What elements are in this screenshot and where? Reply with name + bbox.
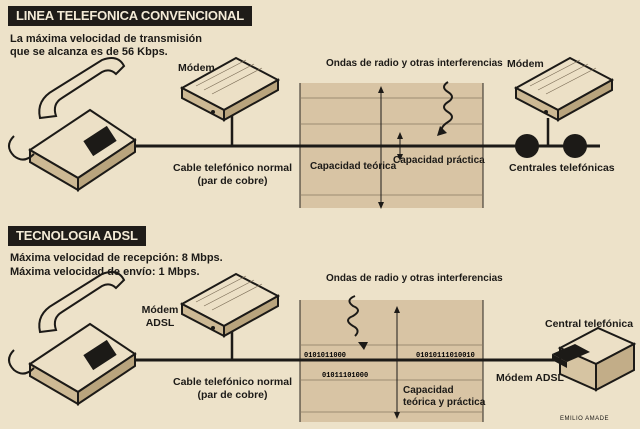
label-modem-left: Módem xyxy=(178,62,215,74)
subtitle-adsl-1: Máxima velocidad de recepción: 8 Mbps. xyxy=(10,252,223,264)
label-modem-adsl-2: ADSL xyxy=(145,317,175,329)
modem-icon-top-right xyxy=(513,56,615,122)
subtitle-adsl-2: Máxima velocidad de envío: 1 Mbps. xyxy=(10,266,200,278)
label-modem-right: Módem xyxy=(507,58,544,70)
subtitle-conventional-2: que se alcanza es de 56 Kbps. xyxy=(10,46,168,58)
label-modem-adsl-1: Módem xyxy=(141,304,179,316)
label-exchanges: Centrales telefónicas xyxy=(509,162,615,174)
label-interference-bottom: Ondas de radio y otras interferencias xyxy=(326,273,503,284)
label-interference-top: Ondas de radio y otras interferencias xyxy=(326,58,503,69)
label-cable-bottom-2: (par de cobre) xyxy=(197,389,268,401)
label-capacity-bottom-2: teórica y práctica xyxy=(403,397,486,408)
interference-squiggle-bottom xyxy=(347,295,359,337)
exchange-box-icon xyxy=(552,326,637,392)
artist-credit: EMILIO AMADE xyxy=(560,416,610,422)
label-capacity-theoretical: Capacidad teórica xyxy=(310,161,397,172)
label-cable-top-1: Cable telefónico normal xyxy=(172,162,293,174)
label-central-exchange: Central telefónica xyxy=(545,318,634,330)
exchange-circle-2 xyxy=(563,134,587,158)
bits-left: 0101011000 xyxy=(304,352,346,360)
interference-squiggle-top xyxy=(440,81,453,133)
label-capacity-bottom-1: Capacidad xyxy=(403,385,454,396)
modem-adsl-icon xyxy=(179,272,281,338)
title-conventional: LINEA TELEFONICA CONVENCIONAL xyxy=(8,6,252,26)
label-modem-adsl-exchange: Módem ADSL xyxy=(496,372,564,384)
label-cable-top-2: (par de cobre) xyxy=(197,175,268,187)
bits-right: 01010111010010 xyxy=(416,352,475,360)
exchange-circle-1 xyxy=(515,134,539,158)
modem-icon-top-left xyxy=(179,56,281,122)
title-adsl: TECNOLOGIA ADSL xyxy=(8,226,146,246)
bits-lower: 01011101000 xyxy=(322,372,368,380)
subtitle-conventional-1: La máxima velocidad de transmisión xyxy=(10,33,202,45)
label-capacity-practical: Capacidad práctica xyxy=(393,155,485,166)
label-cable-bottom-1: Cable telefónico normal xyxy=(172,376,293,388)
telephone-icon xyxy=(8,57,137,192)
telephone-icon-bottom xyxy=(8,271,137,406)
